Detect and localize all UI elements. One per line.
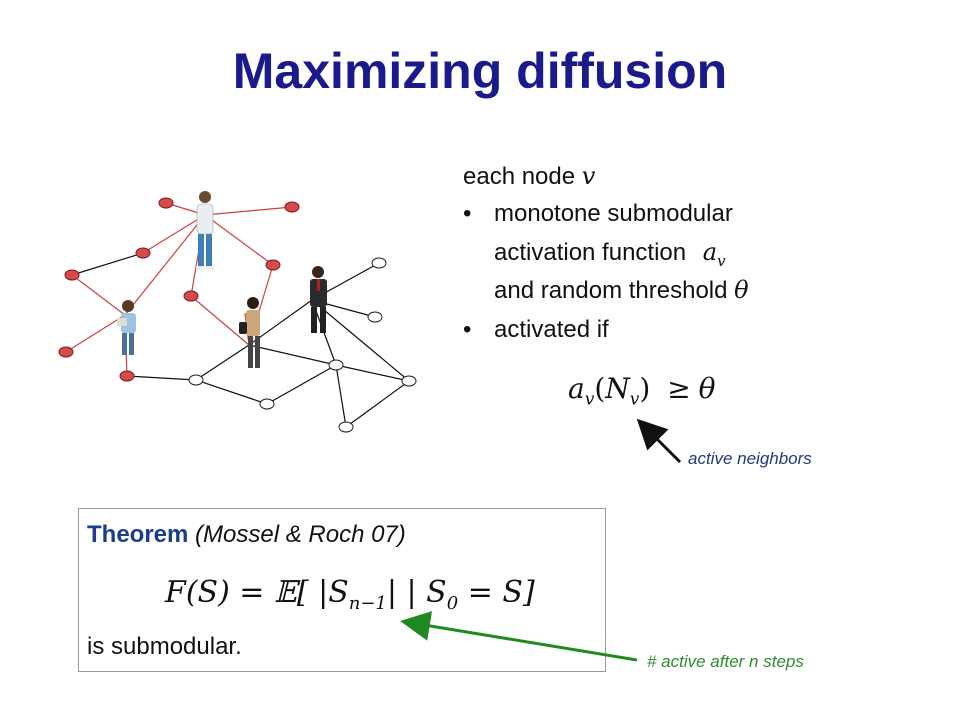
- threshold-symbol: θ: [734, 276, 749, 304]
- active-node: [119, 370, 135, 382]
- bullet1-line2: activation function av: [494, 238, 726, 270]
- person-figure-doctor: [196, 191, 214, 270]
- activation-function-symbol: av: [702, 238, 726, 270]
- bullet1-line3: and random threshold θ: [494, 276, 749, 304]
- bullet1-line1: monotone submodular: [494, 200, 733, 227]
- inactive-nodes: [188, 257, 417, 433]
- active-node: [265, 259, 281, 271]
- active-after-steps-label: # active after n steps: [647, 652, 804, 671]
- theorem-citation: (Mossel & Roch 07): [195, 521, 406, 548]
- active-nodes: [58, 197, 300, 382]
- active-node: [135, 247, 151, 259]
- active-node: [284, 201, 300, 213]
- node-variable: v: [581, 162, 596, 190]
- active-neighbors-label: active neighbors: [688, 449, 812, 468]
- active-node: [64, 269, 80, 281]
- person-figure-woman: [239, 297, 260, 368]
- inactive-node: [367, 311, 383, 323]
- inactive-node: [188, 374, 204, 386]
- inactive-node: [328, 359, 344, 371]
- theorem-heading: Theorem (Mossel & Roch 07): [87, 521, 406, 549]
- theorem-keyword: Theorem: [87, 521, 189, 548]
- person-figure-student: [117, 300, 136, 355]
- active-node: [183, 290, 199, 302]
- active-node: [58, 346, 74, 358]
- slide-title: Maximizing diffusion: [232, 43, 728, 99]
- active-after-steps-arrow: [400, 611, 638, 662]
- bullet2-line1: activated if: [494, 316, 609, 343]
- bullet-marker: •: [463, 200, 472, 227]
- inactive-node: [259, 398, 275, 410]
- bullet-marker: •: [463, 316, 472, 343]
- inactive-node: [401, 375, 417, 387]
- inactive-node: [338, 421, 354, 433]
- intro-text: each node: [463, 163, 576, 190]
- active-neighbors-arrow: [636, 418, 682, 464]
- inactive-node: [371, 257, 387, 269]
- theorem-box: Theorem (Mossel & Roch 07) F(S) = 𝔼[ |Sn…: [78, 508, 606, 672]
- activation-condition-formula: av(Nv) ≥θ: [568, 372, 716, 410]
- intro-line: each node v: [463, 162, 595, 191]
- theorem-formula: F(S) = 𝔼[ |Sn−1| | S0 = S]: [165, 575, 535, 614]
- active-node: [158, 197, 174, 209]
- person-figure-businessman: [310, 266, 327, 333]
- theorem-conclusion: is submodular.: [87, 633, 242, 660]
- diffusion-network-diagram: [58, 191, 417, 433]
